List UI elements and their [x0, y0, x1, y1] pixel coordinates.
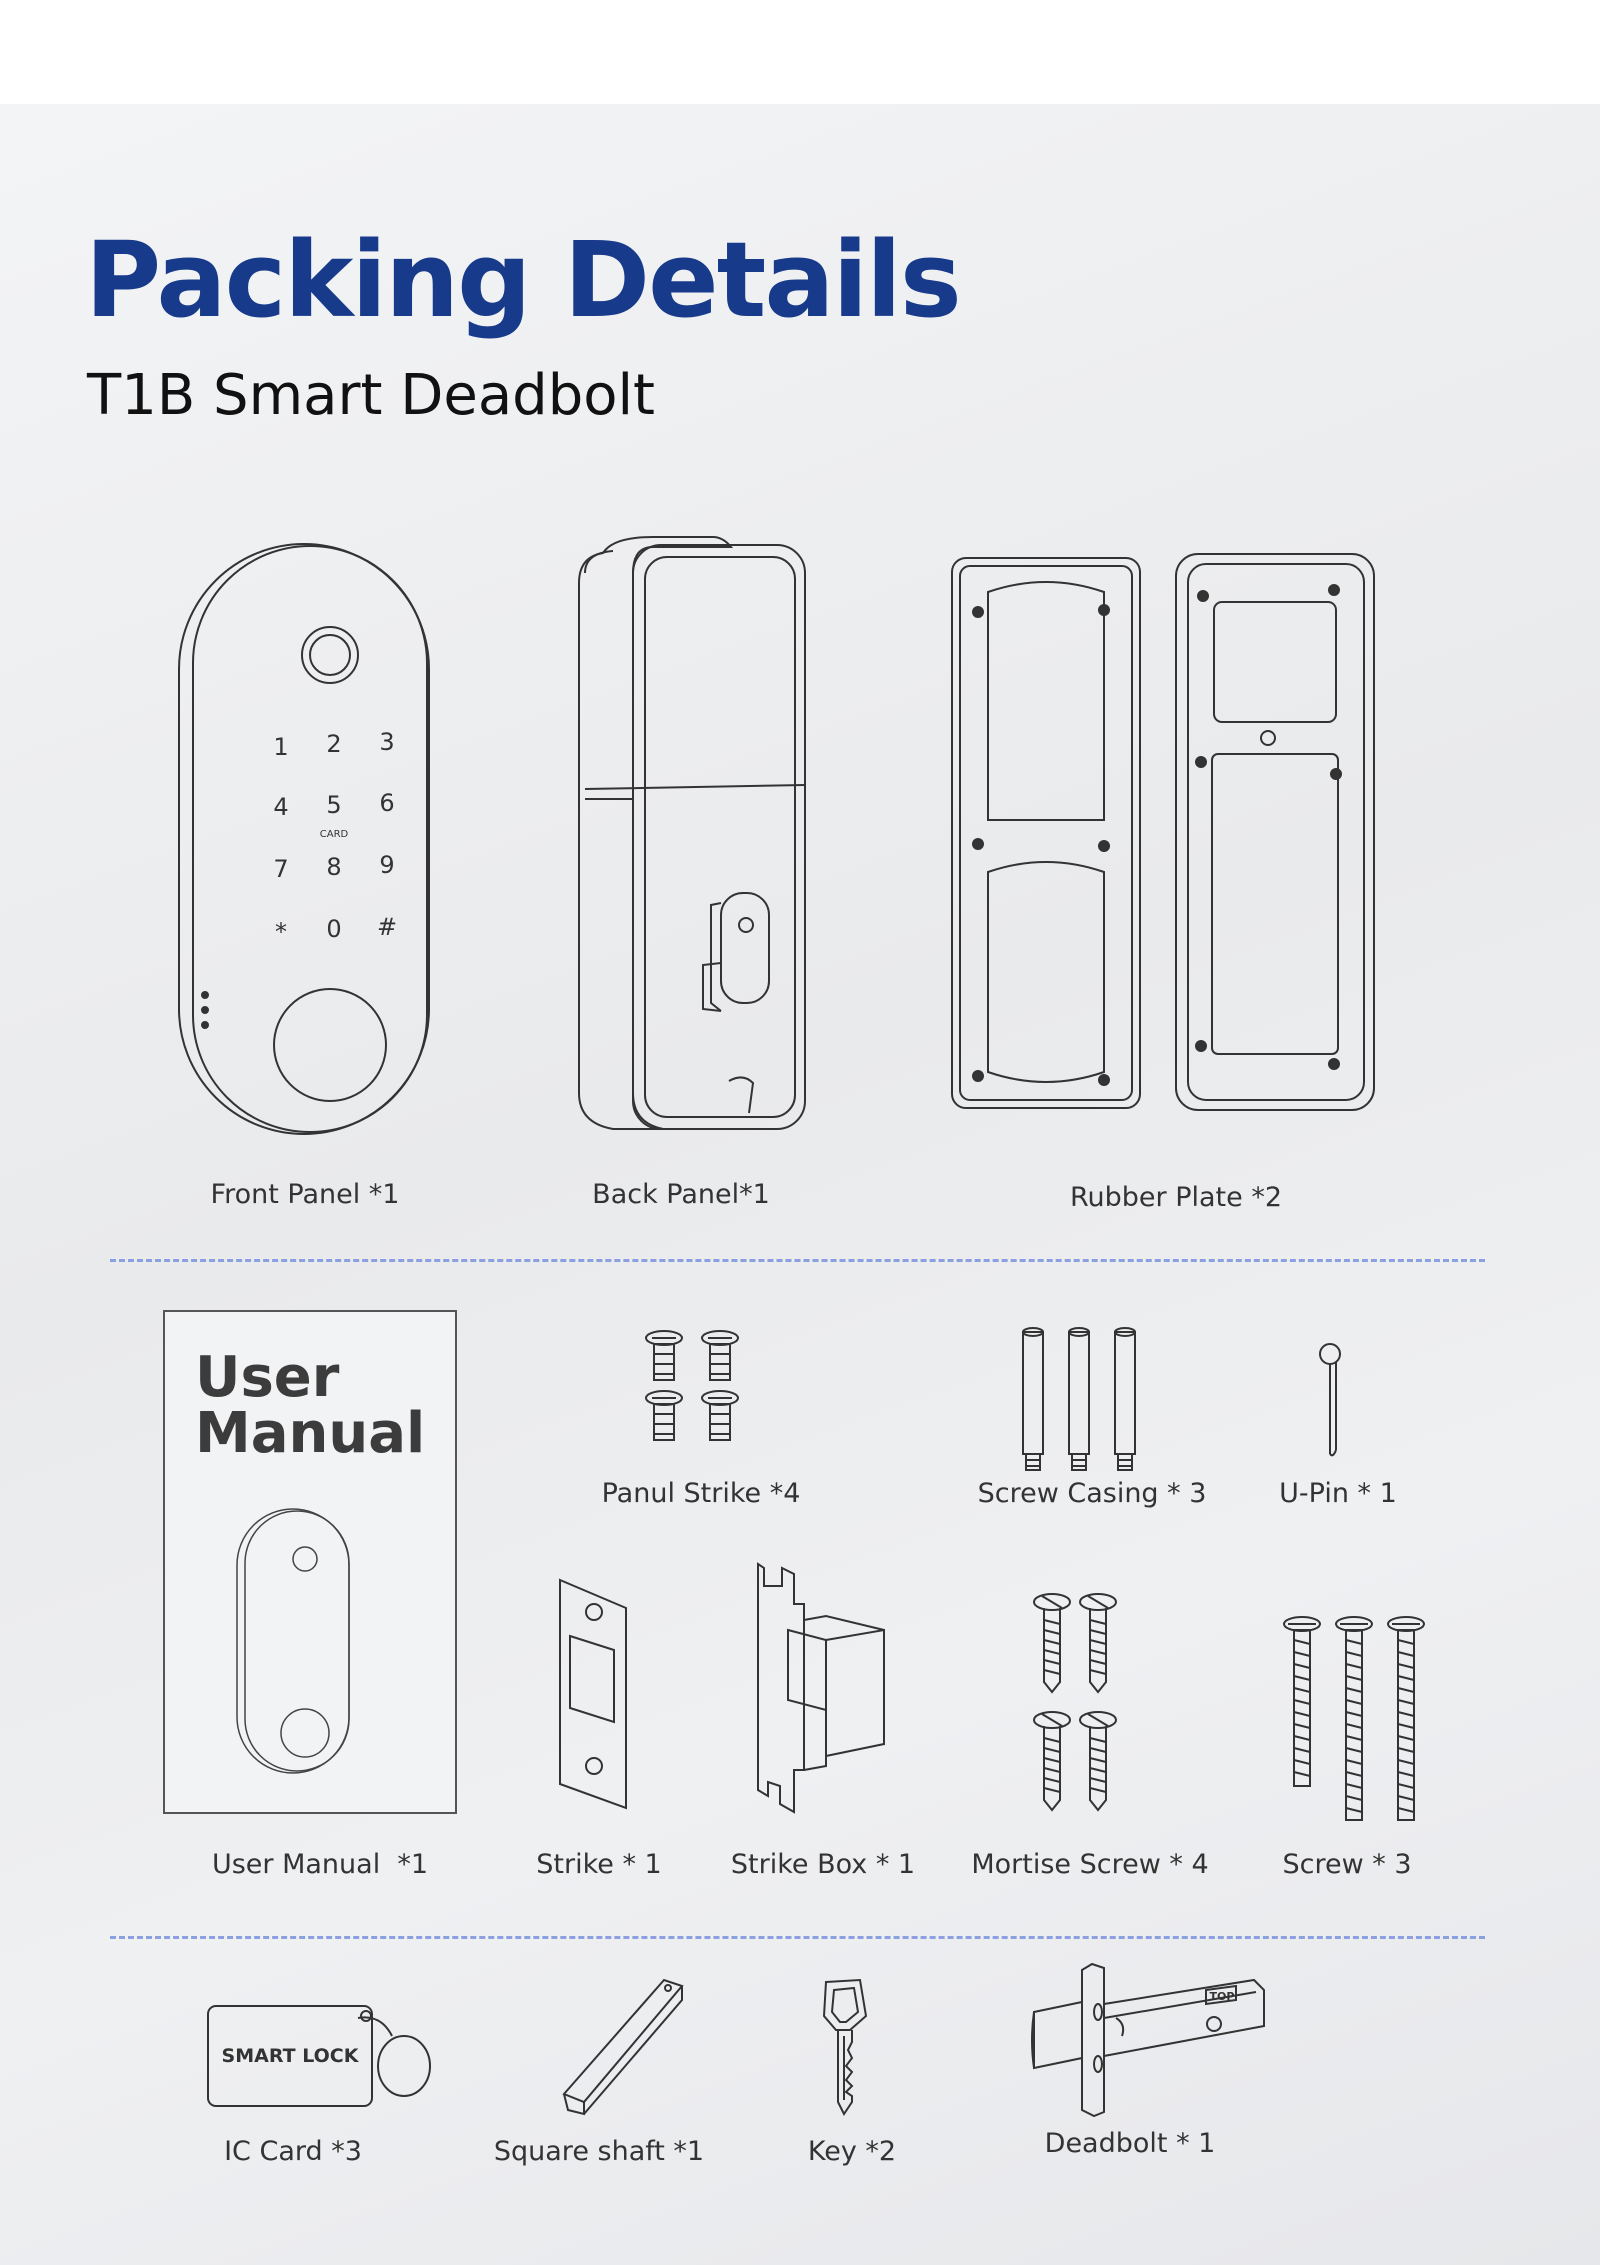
rubber-plate-label: Rubber Plate *2: [1069, 1182, 1283, 1213]
section-divider-1: [110, 1259, 1485, 1262]
ic-card-illustration: SMART LOCK: [206, 1994, 432, 2110]
key-7: 7: [273, 855, 288, 883]
strike-illustration: [556, 1576, 630, 1812]
screw-casing-label: Screw Casing * 3: [977, 1478, 1207, 1509]
key-5: 5: [326, 791, 341, 819]
key-hash: #: [377, 913, 397, 941]
panul-strike-screws-illustration: [642, 1328, 752, 1443]
background-panel: [0, 104, 1600, 2265]
screw-label: Screw * 3: [1282, 1849, 1412, 1880]
screw-casing-illustration: [1018, 1326, 1148, 1472]
u-pin-illustration: [1316, 1340, 1356, 1460]
key-1: 1: [273, 733, 288, 761]
rubber-plate-illustration: [948, 552, 1378, 1112]
mortise-screw-illustration: [1030, 1592, 1140, 1822]
strike-label: Strike * 1: [536, 1849, 662, 1880]
card-label: CARD: [320, 829, 349, 840]
section-divider-2: [110, 1936, 1485, 1939]
deadbolt-top-text: TOP: [1210, 1990, 1235, 2003]
user-manual-illustration: User Manual: [163, 1310, 457, 1814]
page-title: Packing Details: [85, 219, 962, 341]
manual-lock-icon: [235, 1507, 355, 1777]
manual-cover-title: User Manual: [195, 1350, 425, 1462]
panul-strike-label: Panul Strike *4: [601, 1478, 801, 1509]
key-illustration: [820, 1976, 870, 2116]
back-panel-label: Back Panel*1: [592, 1179, 770, 1210]
key-label: Key *2: [807, 2136, 897, 2167]
card-brand-text: SMART LOCK: [222, 2045, 360, 2067]
back-panel-illustration: [573, 533, 813, 1133]
front-panel-label: Front Panel *1: [210, 1179, 400, 1210]
deadbolt-label: Deadbolt * 1: [1044, 2128, 1216, 2159]
key-2: 2: [326, 730, 341, 758]
strike-box-label: Strike Box * 1: [730, 1849, 916, 1880]
key-3: 3: [379, 728, 394, 756]
u-pin-label: U-Pin * 1: [1279, 1478, 1397, 1509]
key-9: 9: [379, 851, 394, 879]
user-manual-label: User Manual *1: [211, 1849, 429, 1880]
strike-box-illustration: [754, 1560, 884, 1820]
screw-illustration: [1282, 1616, 1432, 1826]
mortise-screw-label: Mortise Screw * 4: [971, 1849, 1209, 1880]
key-4: 4: [273, 793, 288, 821]
front-panel-illustration: 1 2 3 4 5 6 7 8 9 * 0 # CARD: [175, 540, 435, 1140]
key-6: 6: [379, 789, 394, 817]
ic-card-label: IC Card *3: [224, 2136, 362, 2167]
key-star: *: [275, 918, 287, 946]
square-shaft-illustration: [560, 1976, 686, 2116]
manual-title-line-1: User: [195, 1345, 340, 1410]
key-8: 8: [326, 853, 341, 881]
product-subtitle: T1B Smart Deadbolt: [87, 363, 656, 428]
deadbolt-illustration: TOP: [1030, 1960, 1266, 2120]
key-0: 0: [326, 915, 341, 943]
square-shaft-label: Square shaft *1: [493, 2136, 705, 2167]
manual-title-line-2: Manual: [195, 1401, 426, 1466]
